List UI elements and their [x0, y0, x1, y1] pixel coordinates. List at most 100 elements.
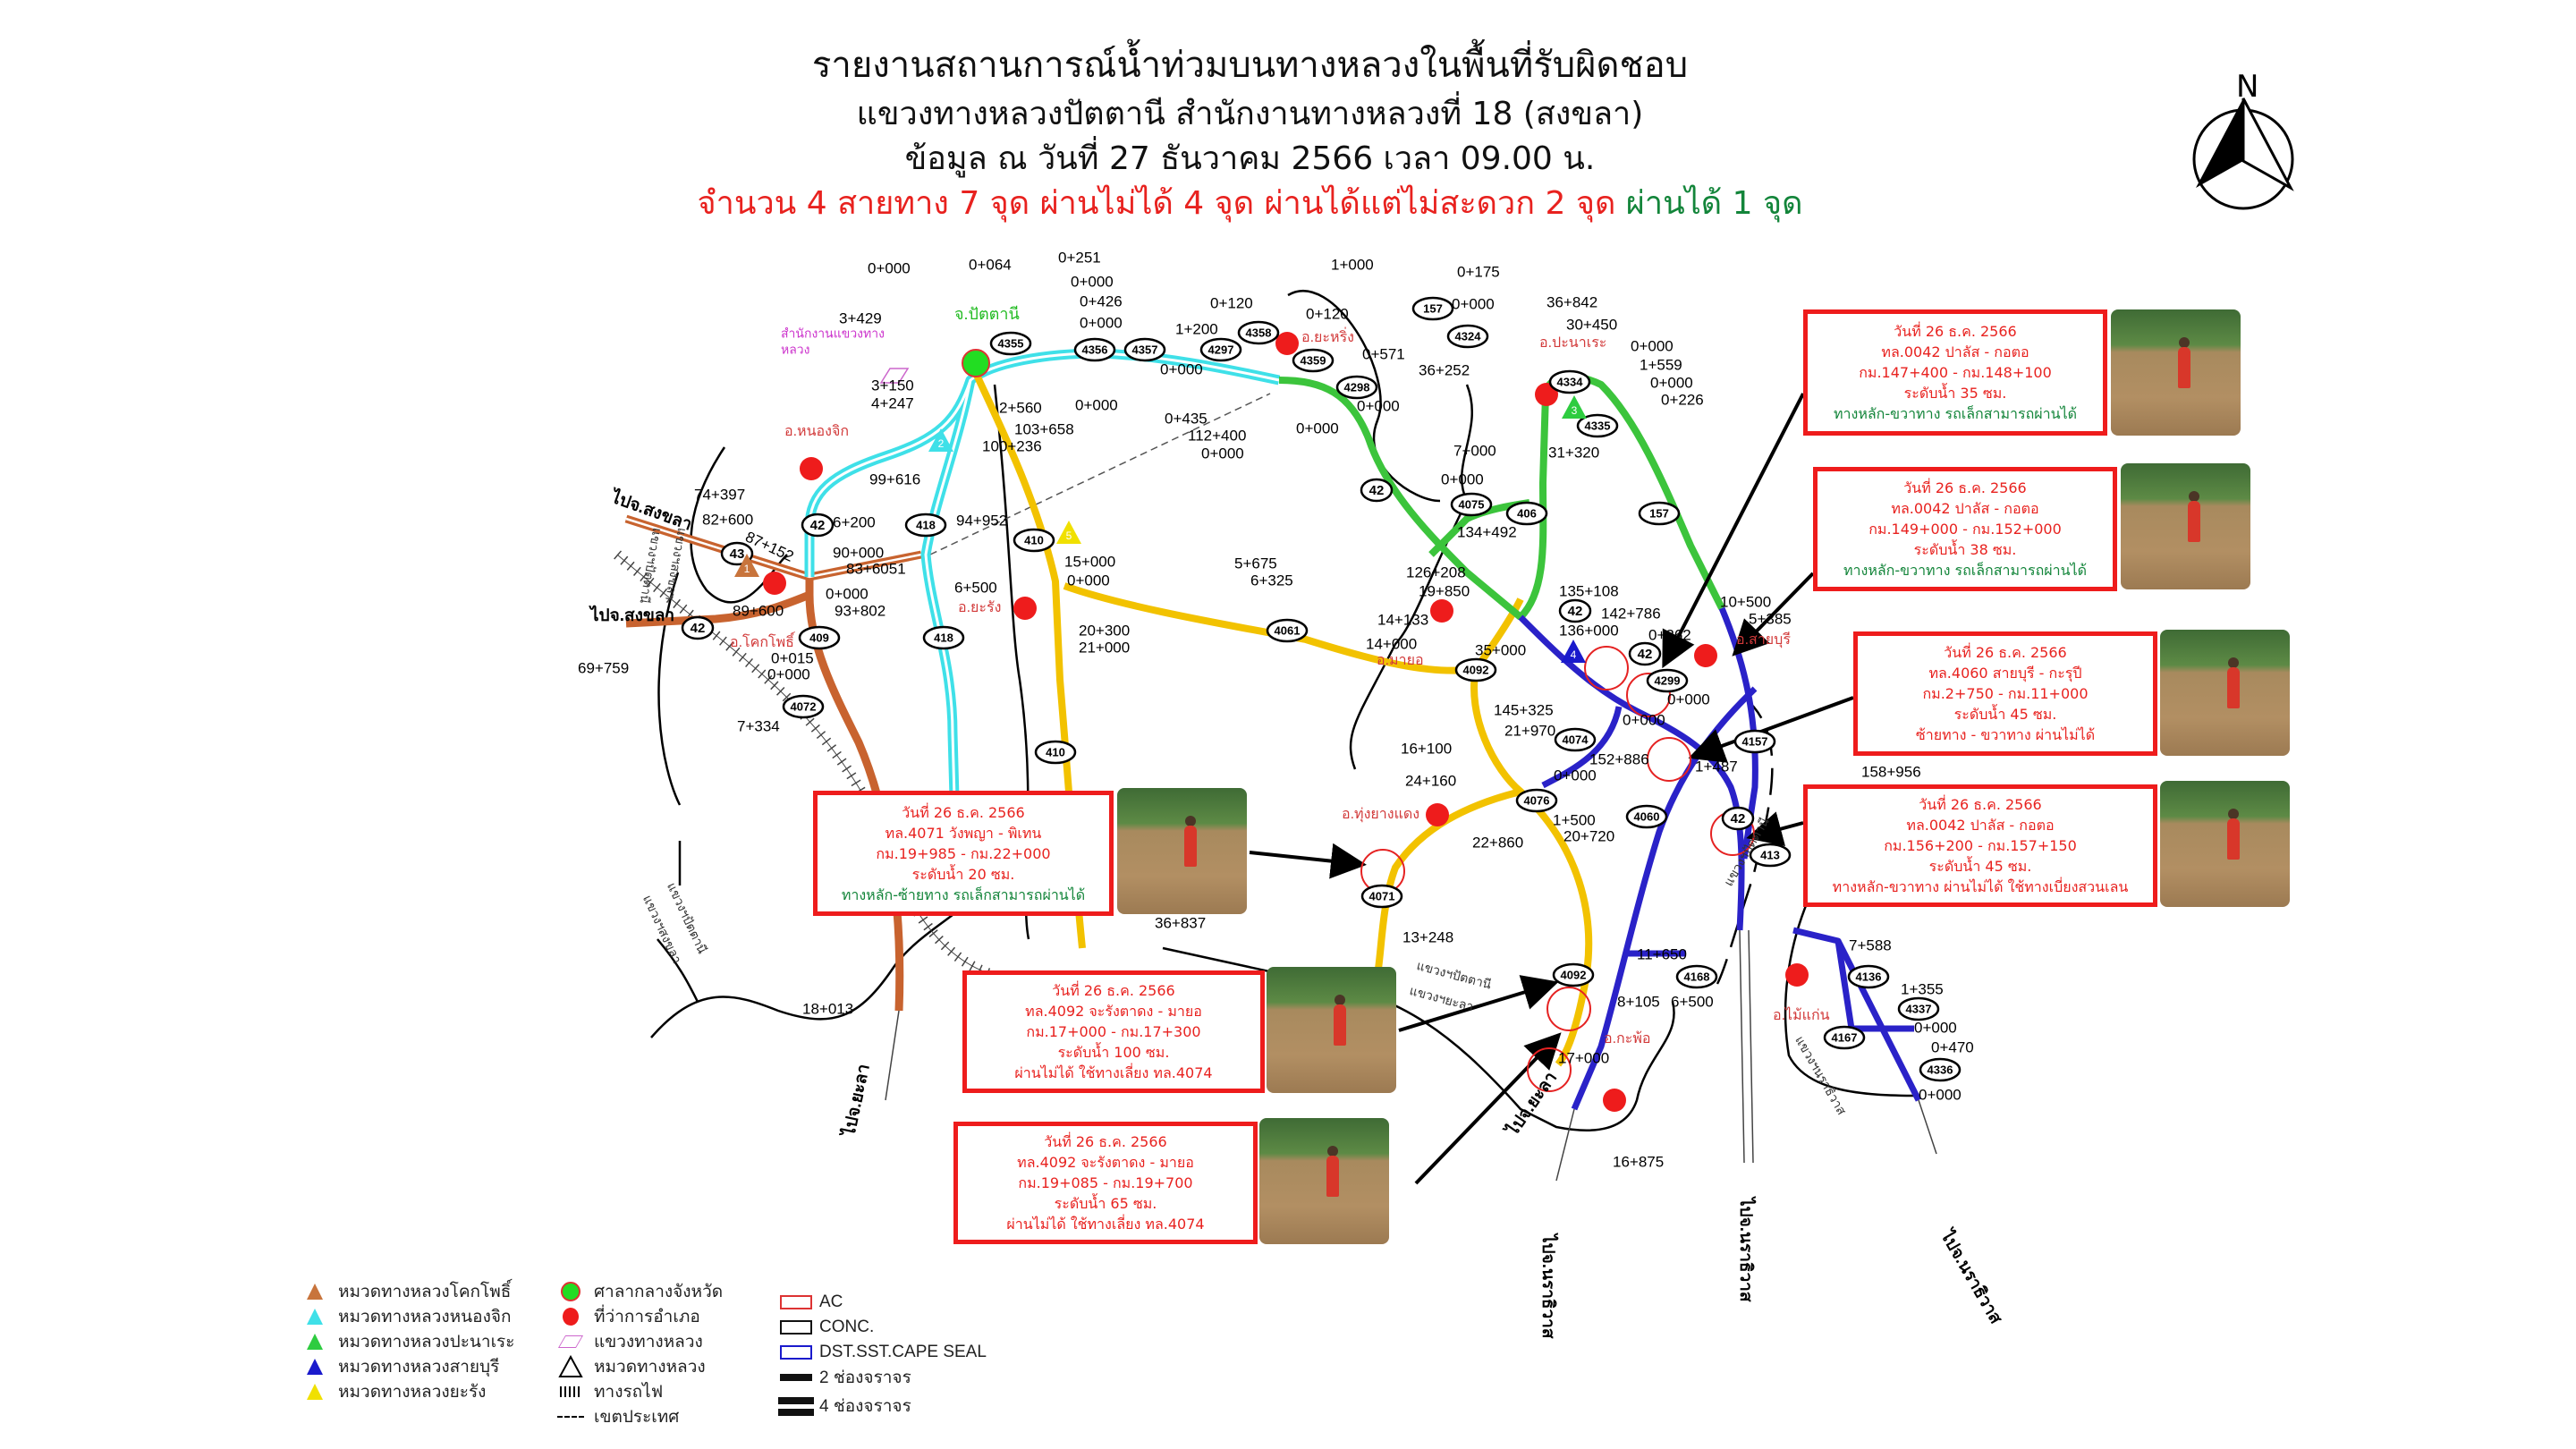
km-marker-label: 8+105: [1617, 993, 1660, 1010]
route-shield-number: 42: [810, 518, 826, 533]
route-shield-outline: [1073, 337, 1116, 362]
province-hall-icon: [561, 1282, 580, 1301]
route-shield: 406: [1505, 501, 1548, 526]
district-office-icon: [1535, 383, 1558, 406]
route-shield: 4357: [1123, 337, 1166, 362]
route-shield-number: 410: [1024, 533, 1044, 547]
km-marker-label: 0+000: [1914, 1019, 1957, 1036]
legend-lane-item: 4 ช่องจราจร: [778, 1390, 987, 1422]
route-shield-outline: [798, 625, 841, 650]
km-marker-label: 16+100: [1401, 740, 1452, 757]
km-marker-label: 0+175: [1457, 263, 1500, 280]
route-shield-outline: [1266, 618, 1309, 643]
legend-symbol-item: ทางรถไฟ: [555, 1379, 723, 1404]
route-shield-outline: [1576, 413, 1619, 438]
route-shield-outline: [801, 513, 835, 538]
route-shield-number: 4357: [1132, 343, 1158, 356]
route-shield: 4072: [782, 694, 825, 719]
km-marker-label: 0+000: [826, 585, 869, 602]
route-shield-number: 4071: [1369, 889, 1395, 902]
route-shield-number: 4356: [1082, 343, 1108, 356]
km-marker-label: 4+247: [871, 394, 914, 411]
flood-callout-box: วันที่ 26 ธ.ค. 2566 ทล.4060 สายบุรี - กะร…: [1853, 631, 2157, 756]
route-shield-number: 4060: [1634, 809, 1660, 823]
route-shield: 4358: [1237, 320, 1280, 345]
legend-symbol-item: แขวงทางหลวง: [555, 1329, 723, 1354]
legend-zone-item: หมวดทางหลวงหนองจิก: [299, 1304, 514, 1329]
km-marker-label: 7+334: [737, 717, 780, 734]
legend-label: AC: [819, 1292, 843, 1311]
route-shield-outline: [922, 625, 965, 650]
callout-route: ทล.0042 ปาลัส - กอตอ: [1891, 500, 2039, 517]
person-head: [2189, 491, 2200, 503]
route-shield: 4092: [1454, 657, 1497, 682]
arrow-callout-1: [1662, 393, 1805, 669]
route-shield-number: 4359: [1301, 353, 1326, 367]
km-marker-label: 20+720: [1563, 827, 1614, 844]
district-label: อ.ปะนาเระ: [1539, 335, 1606, 351]
route-shield: 4324: [1446, 324, 1489, 349]
route-shield-outline: [1013, 528, 1055, 553]
km-marker-label: 99+616: [869, 470, 920, 487]
callout-level: ระดับน้ำ 38 ซม.: [1913, 541, 2017, 558]
district-label: อ.หนองจิก: [784, 424, 849, 439]
legend-symbol-item: เขตประเทศ: [555, 1404, 723, 1429]
km-marker-label: 6+200: [833, 513, 876, 530]
km-marker-label: 100+236: [982, 437, 1042, 454]
km-marker-label: 0+000: [1080, 314, 1123, 331]
legend-label: ที่ว่าการอำเภอ: [594, 1307, 700, 1326]
callout-route: ทล.0042 ปาลัส - กอตอ: [1906, 817, 2055, 834]
route-shield: 4337: [1897, 996, 1940, 1021]
legend-label: เขตประเทศ: [594, 1407, 680, 1427]
highway-unit-icon: [558, 1355, 583, 1377]
route-shield: 4297: [1199, 337, 1242, 362]
person-head: [1185, 816, 1197, 827]
province-label: จ.ปัตตานี: [954, 305, 1020, 323]
legend-symbol-item: ศาลากลางจังหวัด: [555, 1279, 723, 1304]
person-head: [1335, 995, 1346, 1006]
legend-label: ทางรถไฟ: [594, 1382, 664, 1402]
km-marker-label: 3+150: [871, 377, 914, 394]
route-shield-outline: [1558, 598, 1592, 623]
summary-main: จำนวน 4 สายทาง 7 จุด ผ่านไม่ได้ 4 จุด ผ่…: [697, 185, 1616, 222]
km-marker-label: 0+000: [1067, 572, 1110, 589]
km-marker-label: 6+325: [1250, 572, 1293, 589]
zone-marker: 4: [1561, 640, 1586, 663]
flood-point: [1626, 673, 1671, 717]
route-shield-number: 42: [1731, 811, 1746, 826]
km-marker-label: 0+000: [1160, 360, 1203, 377]
zone-triangle-icon: [1056, 521, 1081, 544]
route-shield-number: 4337: [1906, 1002, 1932, 1015]
callout-status: ทางหลัก-ซ้ายทาง รถเล็กสามารถผ่านได้: [841, 886, 1086, 903]
route-shield-outline: [1847, 964, 1890, 989]
callout-route: ทล.4060 สายบุรี - กะรุปี: [1928, 665, 2082, 682]
callout-date: วันที่ 26 ธ.ค. 2566: [1944, 644, 2067, 661]
route-shield-number: 4167: [1832, 1030, 1858, 1044]
surface-conc-swatch: [780, 1320, 812, 1335]
callout-level: ระดับน้ำ 20 ซม.: [911, 865, 1015, 883]
legend-label: CONC.: [819, 1318, 875, 1336]
km-marker-label: 0+000: [1667, 691, 1710, 708]
km-marker-label: 15+000: [1064, 553, 1115, 570]
km-marker-label: 1+559: [1640, 356, 1682, 373]
km-marker-label: 0+435: [1165, 410, 1208, 427]
km-marker-label: 136+000: [1559, 622, 1619, 639]
km-marker-label: 112+400: [1188, 427, 1246, 444]
callout-km: กม.149+000 - กม.152+000: [1868, 521, 2062, 538]
route-shield-number: 410: [1046, 745, 1065, 758]
km-marker-label: 1+000: [1331, 256, 1374, 273]
callout-level: ระดับน้ำ 65 ซม.: [1054, 1195, 1157, 1212]
legend-zone-item: หมวดทางหลวงโคกโพธิ์: [299, 1279, 514, 1304]
km-marker-label: 0+000: [1075, 396, 1118, 413]
route-shield-outline: [1446, 324, 1489, 349]
district-office-icon: [1785, 963, 1809, 987]
callout-km: กม.2+750 - กม.11+000: [1922, 685, 2089, 702]
km-marker-label: 0+000: [1631, 337, 1674, 354]
route-shield: 4061: [1266, 618, 1309, 643]
zone-triangle-icon: [307, 1284, 323, 1300]
km-marker-label: 142+786: [1601, 605, 1661, 622]
zone-number: 1: [744, 563, 750, 575]
highway-district-office-icon: [879, 368, 910, 384]
